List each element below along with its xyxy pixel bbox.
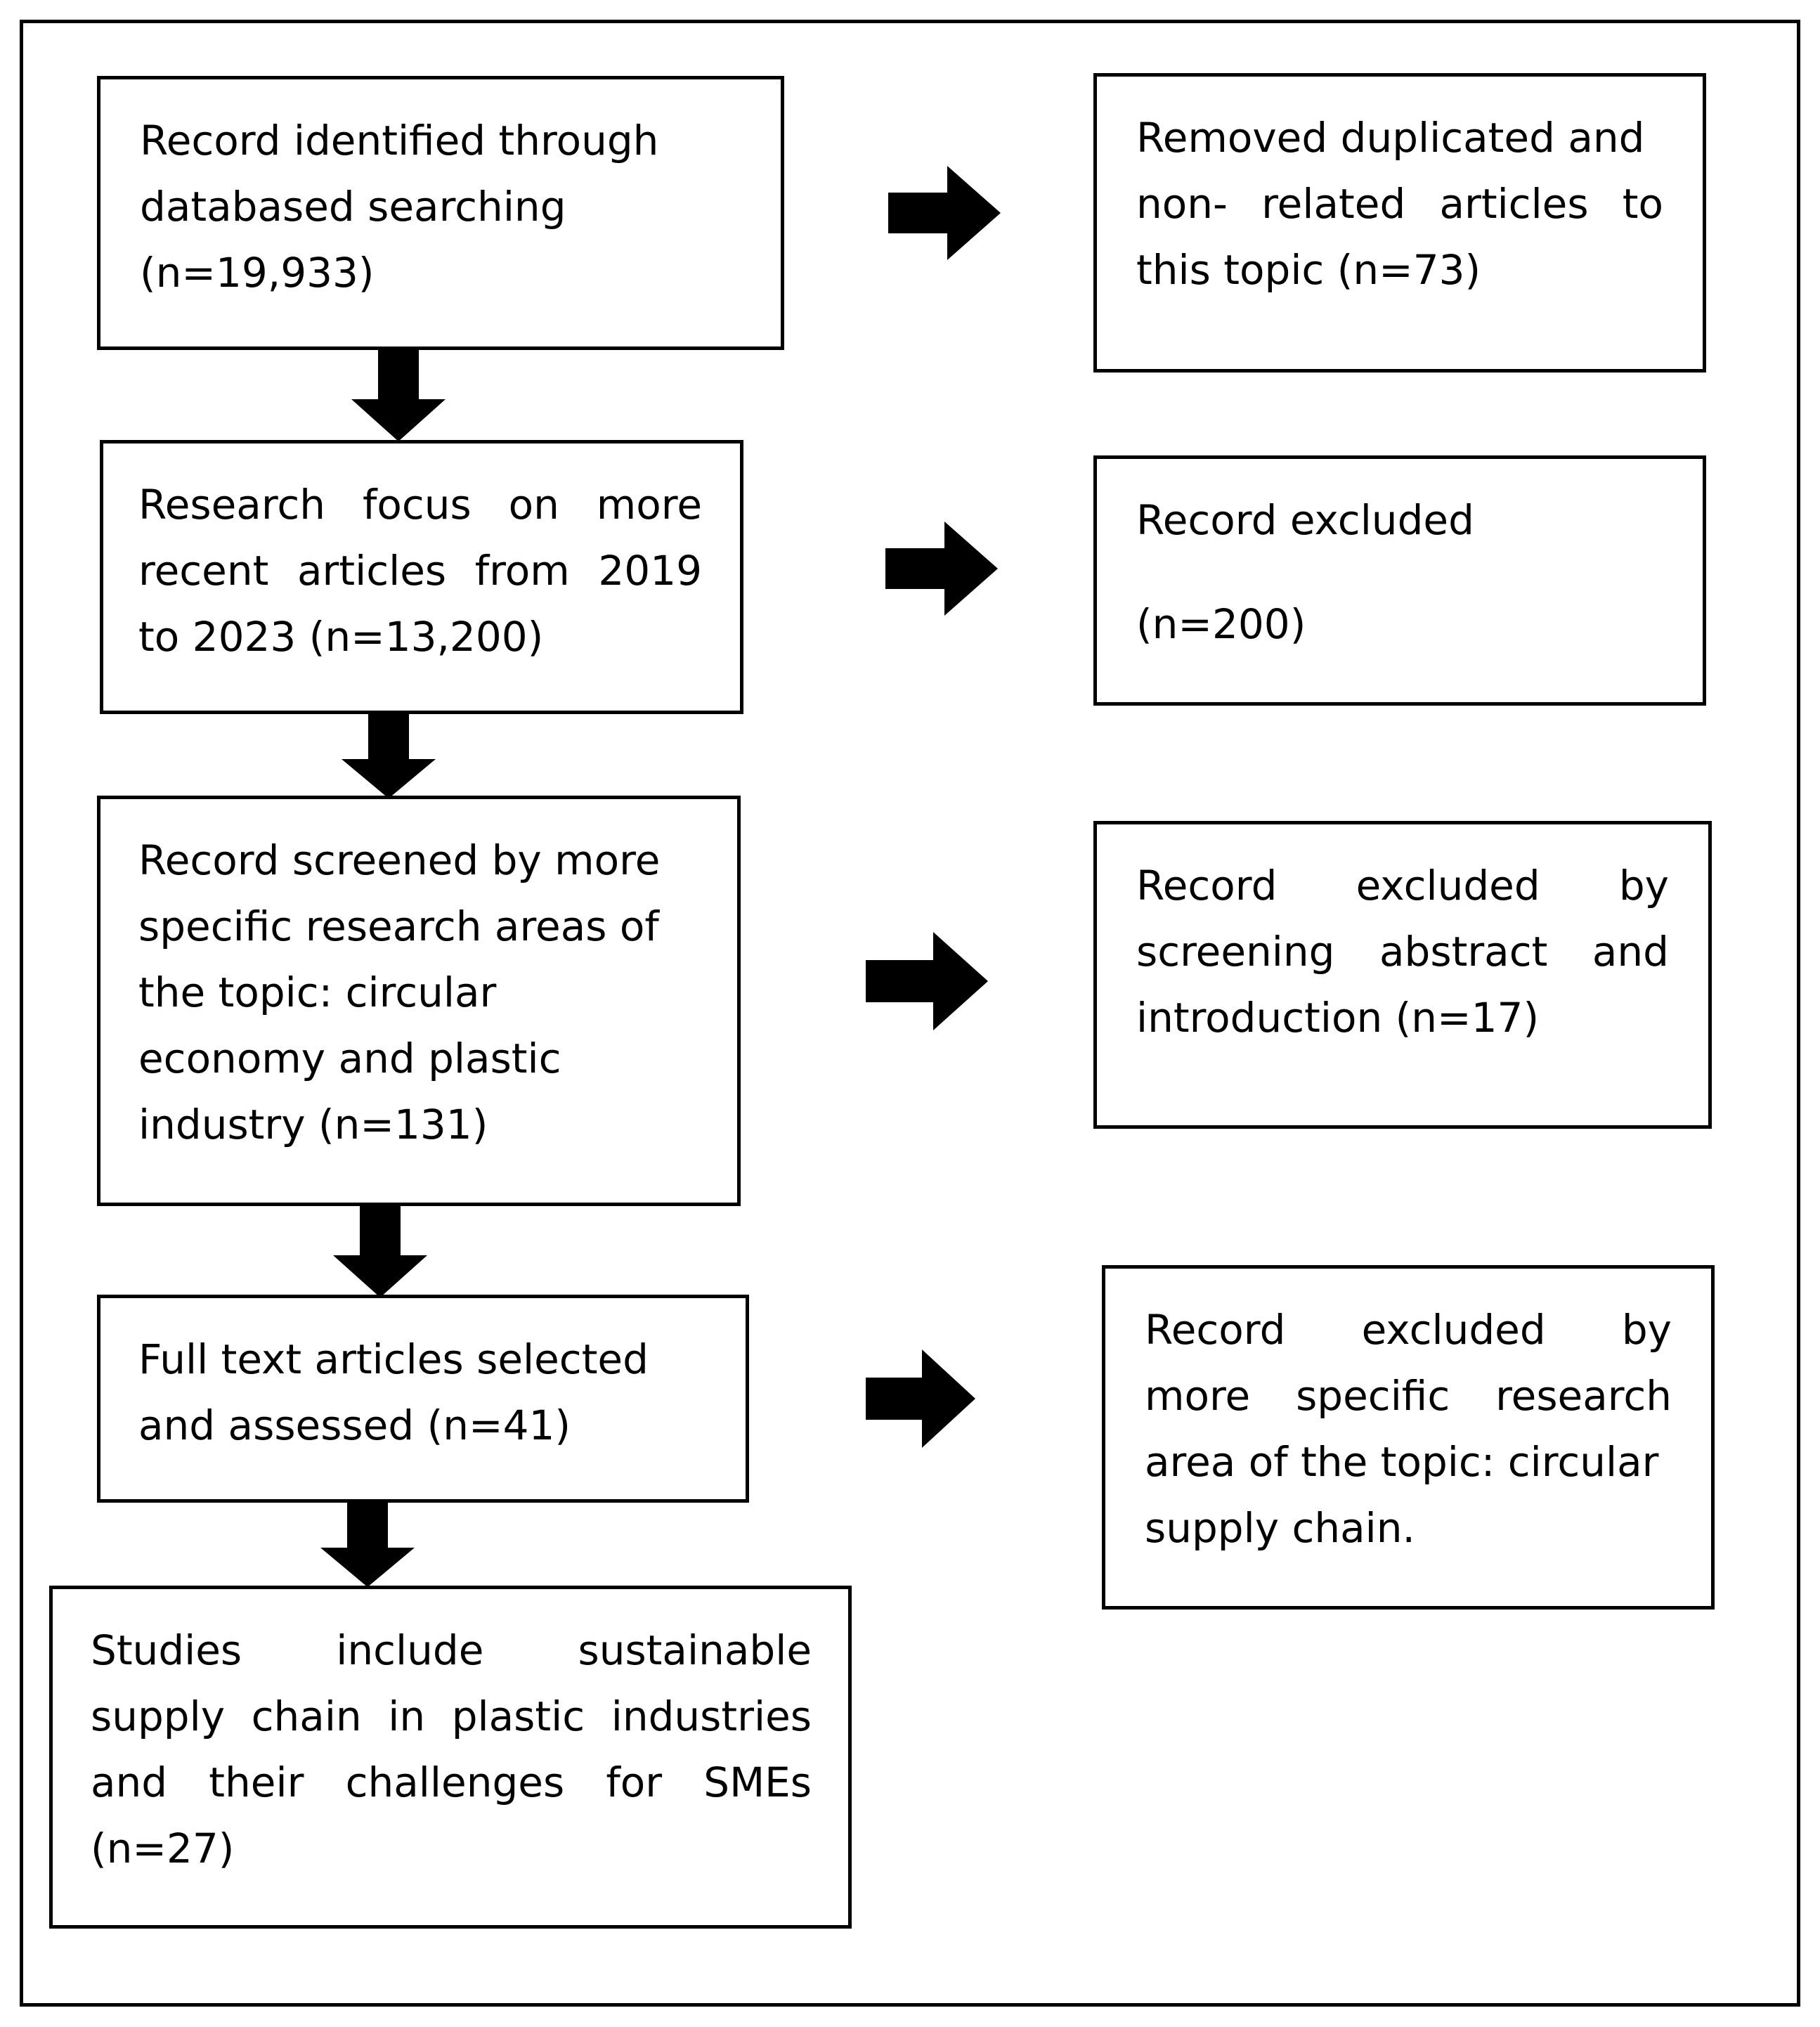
down-arrow-1 [351,349,446,441]
box-abstract-line-2: screening abstract and [1136,928,1669,976]
box-full-text: Full text articles selected and assessed… [97,1295,749,1503]
box-specific-line-3: area of the topic: circular [1145,1438,1659,1486]
right-arrow-4 [866,1349,975,1448]
box-screened-line-3: the topic: circular [138,969,497,1016]
box-studies-line-4: (n=27) [91,1825,235,1872]
box-identified: Record identified through databased sear… [97,76,784,350]
box-recent-articles: Research focus on more recent articles f… [100,440,743,714]
box-screened-line-5: industry (n=131) [138,1101,488,1148]
box-full-text-line-1: Full text articles selected [138,1335,649,1383]
box-specific-line-4: supply chain. [1145,1504,1415,1552]
box-screened-line-1: Record screened by more [138,836,661,884]
box-removed-line-2: non- related articles to [1136,180,1663,228]
box-studies-line-1: Studies include sustainable [91,1626,812,1674]
box-identified-line-1: Record identified through [140,117,659,164]
box-recent-line-2: recent articles from 2019 [138,547,702,595]
box-recent-line-1: Research focus on more [138,481,702,529]
box-specific-line-2: more specific research [1145,1372,1672,1420]
box-removed-line-1: Removed duplicated and [1136,114,1645,162]
box-identified-line-2: databased searching [140,183,566,231]
box-specific-line-1: Record excluded by [1145,1306,1672,1354]
box-removed-line-3: this topic (n=73) [1136,246,1481,294]
box-abstract-line-1: Record excluded by [1136,862,1669,909]
box-abstract-line-3: introduction (n=17) [1136,994,1540,1042]
box-screened: Record screened by more specific researc… [97,796,741,1206]
box-studies-line-2: supply chain in plastic industries [91,1692,812,1740]
box-full-text-line-2: and assessed (n=41) [138,1401,571,1449]
diagram-frame [20,20,1800,2007]
box-studies-included: Studies include sustainable supply chain… [49,1586,852,1929]
right-arrow-2 [885,522,998,616]
box-excluded-line-2: (n=200) [1136,600,1306,648]
box-removed-duplicates: Removed duplicated and non- related arti… [1093,73,1706,373]
box-excluded-line-1: Record excluded [1136,496,1474,544]
box-screened-line-2: specific research areas of [138,902,659,950]
right-arrow-3 [866,932,988,1030]
box-identified-line-3: (n=19,933) [140,249,375,297]
down-arrow-3 [333,1205,427,1297]
right-arrow-1 [888,166,1001,260]
box-studies-line-3: and their challenges for SMEs [91,1759,812,1806]
box-excluded-abstract: Record excluded by screening abstract an… [1093,821,1712,1129]
down-arrow-4 [320,1501,415,1587]
box-recent-line-3: to 2023 (n=13,200) [138,613,544,661]
box-screened-line-4: economy and plastic [138,1035,561,1082]
box-record-excluded: Record excluded (n=200) [1093,455,1706,706]
down-arrow-2 [342,713,436,798]
box-excluded-specific-area: Record excluded by more specific researc… [1102,1265,1715,1610]
